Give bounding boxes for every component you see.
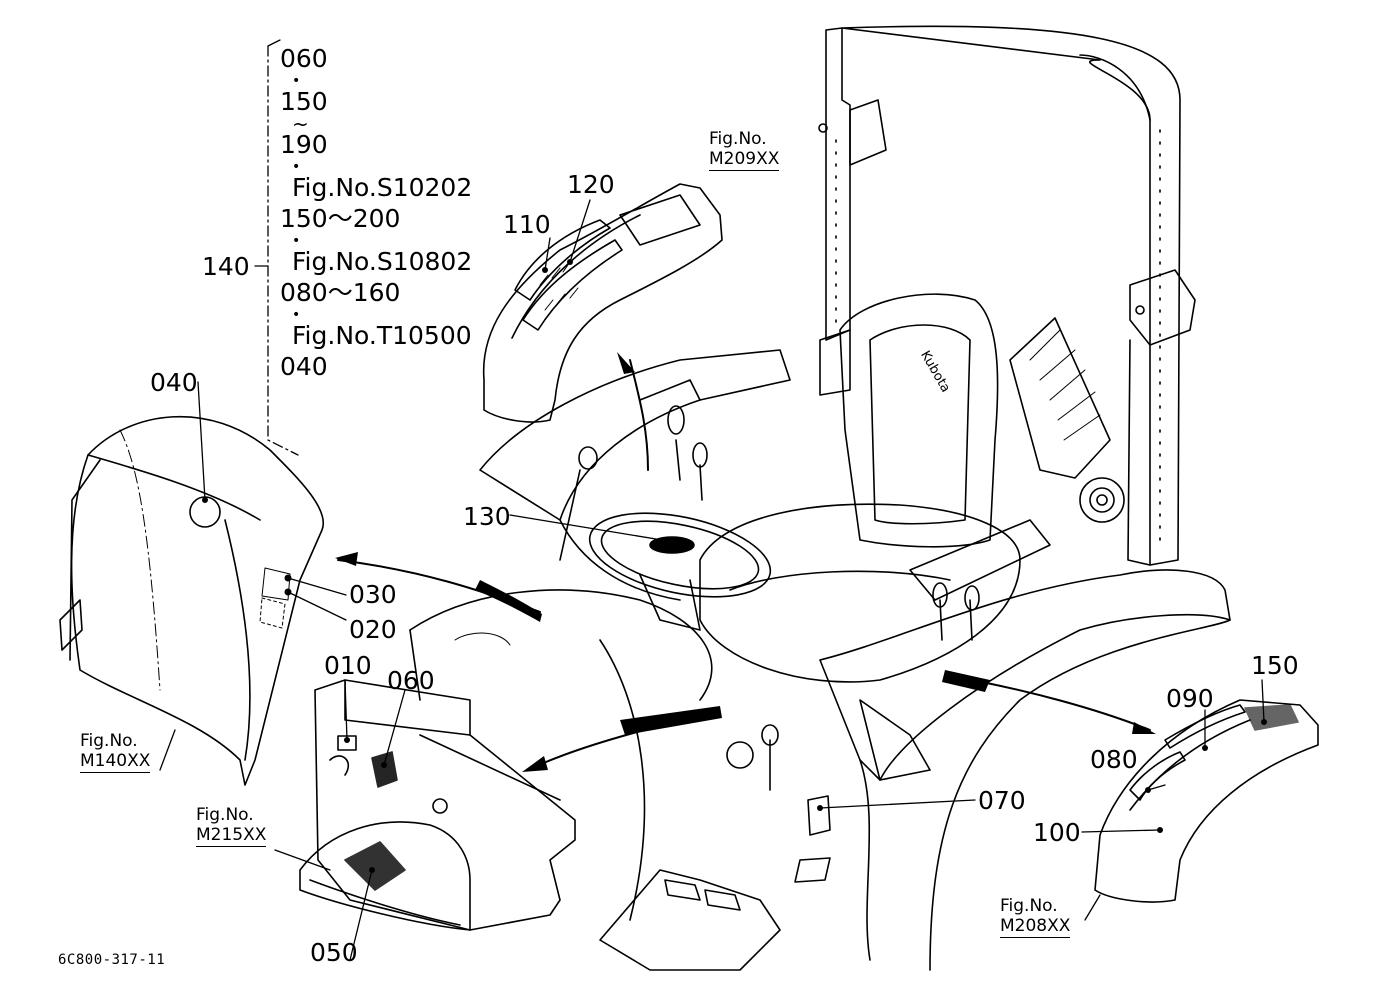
- leader-lines: [159, 199, 1265, 961]
- right-fender-cover: [1094, 699, 1319, 903]
- callout-130: 130: [463, 502, 511, 531]
- list-dot: •: [292, 73, 301, 89]
- list-item: 190: [280, 130, 328, 159]
- fig-ref-label: Fig.No.: [1000, 896, 1058, 916]
- rops-frame: [818, 25, 1196, 566]
- fig-ref-m209[interactable]: Fig.No. M209XX: [709, 129, 780, 172]
- fig-ref-number: M209XX: [709, 149, 780, 172]
- levers: [559, 405, 980, 791]
- drawing-code: 6C800-317-11: [58, 952, 166, 968]
- fig-ref-m215[interactable]: Fig.No. M215XX: [196, 805, 267, 848]
- fig-ref-m208[interactable]: Fig.No. M208XX: [1000, 896, 1071, 939]
- fig-ref-label: Fig.No.: [80, 731, 138, 751]
- list-dot: •: [292, 159, 301, 175]
- list-item: Fig.No.T10500: [292, 321, 472, 350]
- right-fender: [819, 569, 1231, 971]
- seat: [699, 293, 1051, 683]
- list-dot: •: [292, 307, 301, 323]
- dash-panel: [314, 679, 576, 931]
- assembly-arrows: [337, 359, 1151, 771]
- callout-090: 090: [1166, 684, 1214, 713]
- list-item: Fig.No.S10202: [292, 173, 473, 202]
- arrow-heads: [335, 352, 1156, 772]
- fig-ref-number: M215XX: [196, 825, 267, 848]
- callout-010: 010: [324, 651, 372, 680]
- fig-ref-number: M140XX: [80, 751, 151, 774]
- hood: [409, 589, 713, 921]
- list-bracket: [254, 39, 299, 456]
- steering-wheel: [588, 512, 772, 631]
- applicability-list: 060 • 150 ~ 190 • Fig.No.S10202 150～200 …: [280, 46, 472, 381]
- fig-ref-number: M208XX: [1000, 916, 1071, 939]
- callout-120: 120: [567, 170, 615, 199]
- left-fender: [479, 349, 791, 601]
- callout-020: 020: [349, 615, 397, 644]
- floor-step: [599, 795, 831, 971]
- callout-140: 140: [202, 252, 250, 281]
- callout-030: 030: [349, 580, 397, 609]
- list-dot: •: [292, 233, 301, 249]
- list-item: 150～200: [280, 204, 401, 233]
- callout-100: 100: [1033, 818, 1081, 847]
- callout-080: 080: [1090, 745, 1138, 774]
- list-item: 150: [280, 87, 328, 116]
- list-tilde: ~: [292, 112, 309, 136]
- fig-ref-m140[interactable]: Fig.No. M140XX: [80, 731, 151, 774]
- callout-070: 070: [978, 786, 1026, 815]
- fig-ref-label: Fig.No.: [196, 805, 254, 825]
- leader-dots: [202, 259, 1267, 873]
- list-item: Fig.No.S10802: [292, 247, 473, 276]
- callout-060: 060: [387, 666, 435, 695]
- list-item: 060: [280, 44, 328, 73]
- back-panel: [1009, 317, 1125, 523]
- seat-brand: Kubota: [917, 348, 953, 395]
- upper-fender-cover: [482, 183, 723, 423]
- callout-110: 110: [503, 210, 551, 239]
- callout-150: 150: [1251, 651, 1299, 680]
- left-side-panel: [59, 415, 325, 786]
- list-item: 080～160: [280, 278, 401, 307]
- callout-050: 050: [310, 938, 358, 967]
- fig-ref-label: Fig.No.: [709, 129, 767, 149]
- callout-040: 040: [150, 368, 198, 397]
- list-item: 040: [280, 352, 328, 381]
- lower-shield: [299, 821, 471, 931]
